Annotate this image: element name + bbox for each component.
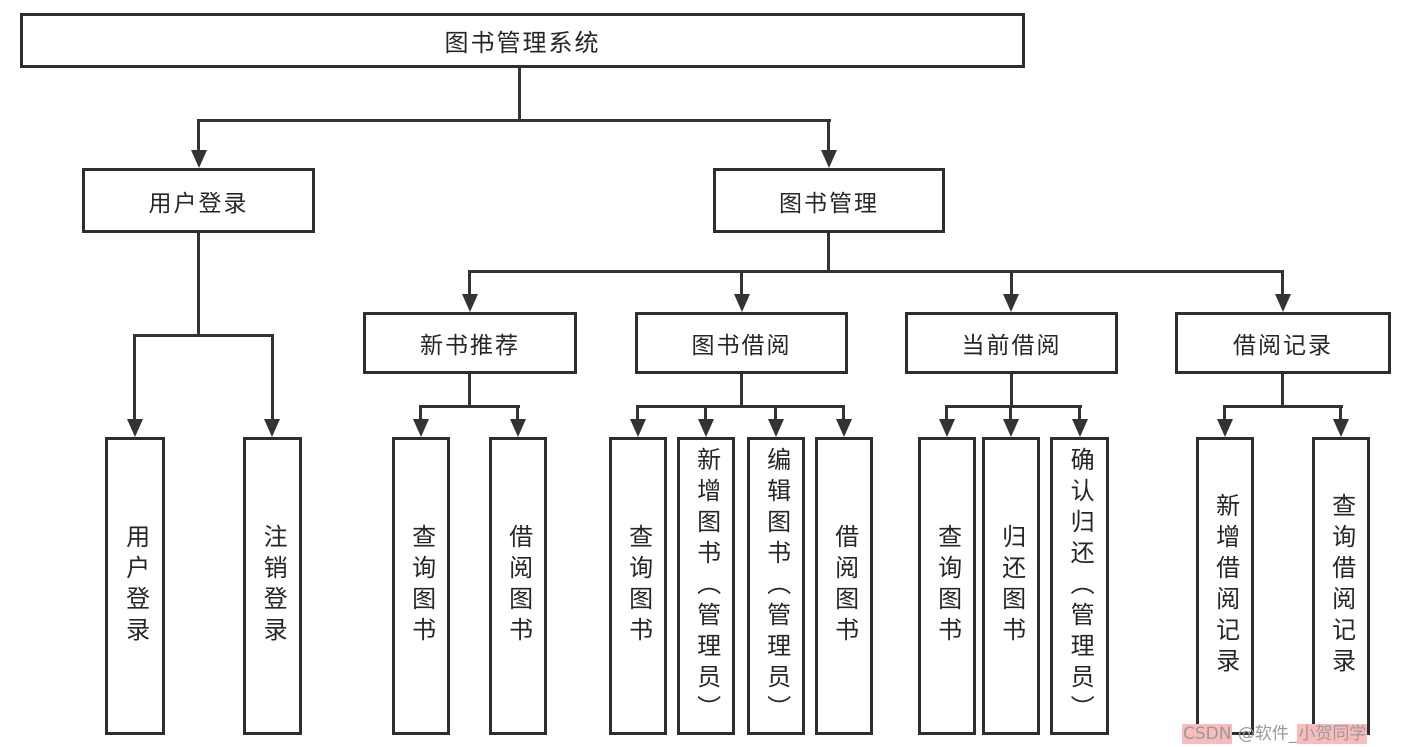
arrowhead-down-icon (1217, 419, 1233, 437)
leaf-confirm-return-admin-label: 确认归还（管理员） (1066, 446, 1095, 726)
leaf-query-book-current: 查询图书 (918, 437, 976, 735)
connector (827, 233, 830, 272)
connector (636, 406, 639, 421)
connector (197, 120, 200, 152)
connector (774, 406, 777, 421)
connector (197, 233, 200, 336)
connector (1223, 406, 1226, 421)
arrowhead-down-icon (510, 419, 526, 437)
connector (1223, 405, 1343, 408)
arrowhead-down-icon (462, 294, 478, 312)
connector (945, 405, 1082, 408)
arrowhead-down-icon (1275, 294, 1291, 312)
connector (468, 270, 1284, 273)
leaf-add-borrow-record-label: 新增借阅记录 (1211, 493, 1240, 679)
node-current-borrow: 当前借阅 (905, 312, 1118, 374)
csdn-watermark: CSDN @软件_小贺同学 (1182, 719, 1368, 744)
node-book-borrow-label: 图书借阅 (691, 333, 792, 359)
connector (468, 271, 471, 296)
node-new-book-recommend-label: 新书推荐 (420, 333, 520, 359)
arrowhead-down-icon (127, 419, 143, 437)
connector (271, 335, 274, 420)
node-new-book-recommend: 新书推荐 (363, 312, 577, 374)
leaf-add-book-admin-label: 新增图书（管理员） (692, 446, 721, 726)
connector (1339, 406, 1342, 421)
leaf-user-login: 用户登录 (105, 437, 165, 735)
arrowhead-down-icon (768, 419, 784, 437)
node-current-borrow-label: 当前借阅 (961, 333, 1062, 359)
connector (1281, 271, 1284, 296)
leaf-query-book-current-label: 查询图书 (933, 524, 962, 648)
connector (636, 405, 845, 408)
arrowhead-down-icon (821, 150, 837, 168)
connector (468, 374, 471, 407)
arrowhead-down-icon (836, 419, 852, 437)
leaf-query-book-borrow: 查询图书 (609, 437, 667, 735)
leaf-return-book: 归还图书 (982, 437, 1040, 735)
watermark-brand: CSDN (1182, 724, 1233, 744)
node-user-login: 用户登录 (82, 168, 315, 233)
node-root: 图书管理系统 (20, 13, 1025, 68)
leaf-borrow-book-newrec-label: 借阅图书 (504, 524, 533, 648)
connector (1281, 374, 1284, 407)
leaf-return-book-label: 归还图书 (997, 524, 1026, 648)
arrowhead-down-icon (939, 419, 955, 437)
connector (133, 335, 136, 420)
leaf-add-book-admin: 新增图书（管理员） (677, 437, 735, 735)
node-book-management: 图书管理 (713, 168, 945, 233)
arrowhead-down-icon (698, 419, 714, 437)
node-book-management-label: 图书管理 (779, 190, 879, 217)
connector (1010, 374, 1013, 407)
arrowhead-down-icon (191, 150, 207, 168)
leaf-query-book-borrow-label: 查询图书 (624, 524, 653, 648)
connector (1010, 271, 1013, 296)
arrowhead-down-icon (630, 419, 646, 437)
arrowhead-down-icon (1003, 419, 1019, 437)
connector (842, 406, 845, 421)
arrowhead-down-icon (413, 419, 429, 437)
connector (518, 68, 521, 121)
arrowhead-down-icon (264, 419, 280, 437)
leaf-add-borrow-record: 新增借阅记录 (1196, 437, 1254, 735)
watermark-middle: @软件_ (1232, 724, 1298, 744)
arrowhead-down-icon (1072, 419, 1088, 437)
node-borrow-record: 借阅记录 (1175, 312, 1391, 374)
connector (133, 334, 274, 337)
connector (419, 406, 422, 421)
connector (1009, 406, 1012, 421)
leaf-logout-label: 注销登录 (259, 524, 288, 648)
connector (419, 405, 520, 408)
leaf-query-book-newrec: 查询图书 (392, 437, 450, 735)
arrowhead-down-icon (734, 294, 750, 312)
node-user-login-label: 用户登录 (148, 190, 249, 217)
watermark-name: 小贺同学 (1297, 724, 1368, 744)
leaf-borrow-book-borrow-label: 借阅图书 (830, 524, 859, 648)
leaf-query-borrow-record-label: 查询借阅记录 (1327, 493, 1356, 679)
node-root-label: 图书管理系统 (444, 29, 601, 57)
connector (945, 406, 948, 421)
leaf-borrow-book-borrow: 借阅图书 (815, 437, 873, 735)
connector (1078, 406, 1081, 421)
leaf-borrow-book-newrec: 借阅图书 (489, 437, 547, 735)
arrowhead-down-icon (1333, 419, 1349, 437)
leaf-edit-book-admin: 编辑图书（管理员） (747, 437, 805, 735)
connector (704, 406, 707, 421)
connector (740, 271, 743, 296)
connector (197, 119, 831, 122)
leaf-query-borrow-record: 查询借阅记录 (1312, 437, 1370, 735)
node-borrow-record-label: 借阅记录 (1233, 333, 1333, 359)
leaf-edit-book-admin-label: 编辑图书（管理员） (762, 446, 791, 726)
connector (827, 120, 830, 152)
leaf-query-book-newrec-label: 查询图书 (407, 524, 436, 648)
leaf-logout: 注销登录 (243, 437, 302, 735)
leaf-user-login-label: 用户登录 (121, 524, 150, 648)
connector (740, 374, 743, 407)
arrowhead-down-icon (1003, 294, 1019, 312)
leaf-confirm-return-admin: 确认归还（管理员） (1050, 437, 1109, 735)
node-book-borrow: 图书借阅 (635, 312, 848, 374)
connector (516, 406, 519, 421)
